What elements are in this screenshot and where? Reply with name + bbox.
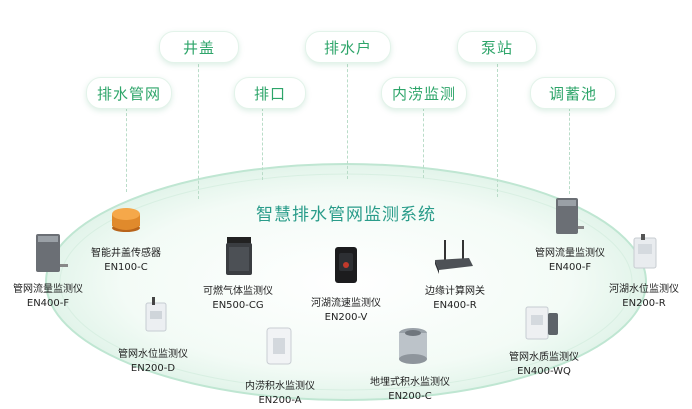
device-name: 河湖水位监测仪 [609,284,679,295]
device-name: 内涝积水监测仪 [245,381,315,392]
device-name: 管网流量监测仪 [535,248,605,259]
tag-storage-tank: 调蓄池 [530,77,616,109]
device-model: EN200-D [130,363,176,374]
device-model: EN200-V [324,312,368,323]
connector-line [569,108,570,194]
flow-meter-icon [36,234,68,272]
connector-line [198,59,199,199]
device-label: 智能井盖传感器 EN100-C [78,247,174,275]
gateway-icon [435,240,473,274]
tag-waterlogging: 内涝监测 [381,77,467,109]
waterlogging-monitor-icon [266,327,292,365]
device-label: 可燃气体监测仪 EN500-CG [190,285,286,313]
connector-line [262,108,263,180]
connector-line [497,59,498,197]
level-monitor-icon [145,297,167,332]
connector-line [347,59,348,179]
device-model: EN200-C [388,391,432,402]
gas-monitor-icon [226,237,252,275]
device-label: 管网水质监测仪 EN400-WQ [496,351,592,379]
system-title: 智慧排水管网监测系统 [256,205,436,225]
connector-line [423,108,424,178]
device-label: 河湖流速监测仪 EN200-V [298,297,394,325]
device-label: 管网水位监测仪 EN200-D [105,348,201,376]
device-name: 可燃气体监测仪 [203,286,273,297]
device-model: EN500-CG [212,300,264,311]
velocity-monitor-icon [335,247,357,283]
device-model: EN400-F [26,298,70,309]
device-label: 地埋式积水监测仪 EN200-C [362,376,458,404]
device-name: 边缘计算网关 [425,286,485,297]
device-name: 智能井盖传感器 [91,248,161,259]
flow-meter-icon [556,198,584,234]
buried-monitor-icon [399,328,427,364]
tag-drainage-household: 排水户 [305,31,391,63]
tag-manhole: 井盖 [159,31,239,63]
device-label: 管网流量监测仪 EN400-F [0,283,96,311]
device-model: EN200-R [622,298,666,309]
radar-level-icon [633,234,657,269]
device-model: EN400-F [548,262,592,273]
device-name: 管网水质监测仪 [509,352,579,363]
device-name: 地埋式积水监测仪 [370,377,450,388]
device-model: EN100-C [104,262,148,273]
device-name: 管网水位监测仪 [118,349,188,360]
device-name: 管网流量监测仪 [13,284,83,295]
device-model: EN200-A [258,395,302,406]
tag-outfall: 排口 [234,77,306,109]
device-model: EN400-WQ [517,366,571,377]
device-label: 边缘计算网关 EN400-R [407,285,503,313]
connector-line [126,108,127,192]
device-name: 河湖流速监测仪 [311,298,381,309]
device-label: 管网流量监测仪 EN400-F [522,247,618,275]
tag-pipe-network: 排水管网 [86,77,172,109]
device-label: 河湖水位监测仪 EN200-R [596,283,692,311]
tag-pump-station: 泵站 [457,31,537,63]
manhole-sensor-icon [112,208,140,232]
water-quality-monitor-icon [525,306,558,340]
device-label: 内涝积水监测仪 EN200-A [232,380,328,408]
device-model: EN400-R [433,300,477,311]
